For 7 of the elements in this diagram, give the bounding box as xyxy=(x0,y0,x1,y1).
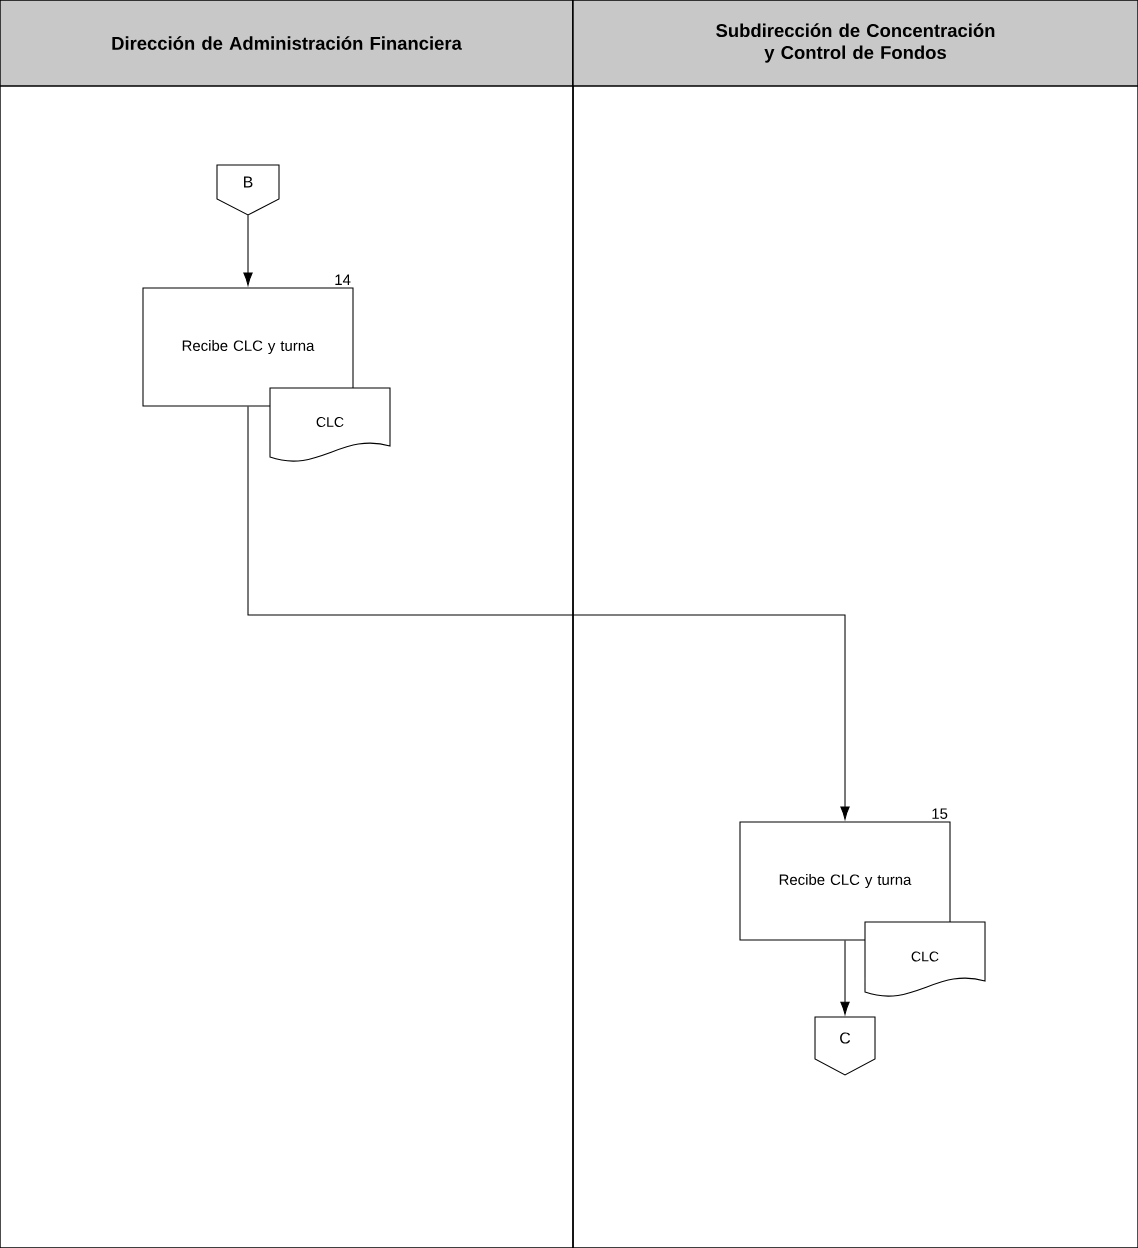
arrow xyxy=(840,940,850,1015)
arrow xyxy=(247,406,850,820)
off-page-connector: B xyxy=(216,164,280,216)
step-number: 14 xyxy=(335,274,351,285)
step-number: 15 xyxy=(932,808,948,819)
arrow xyxy=(243,214,253,286)
off-page-connector: C xyxy=(814,1016,876,1076)
